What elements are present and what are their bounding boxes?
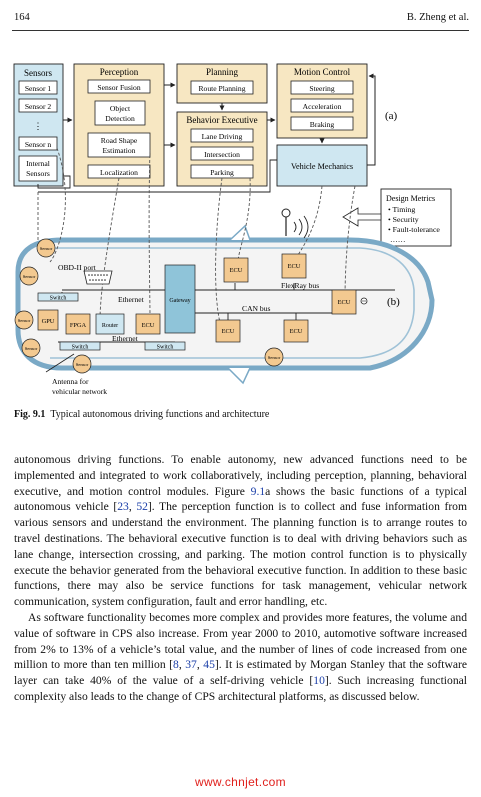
header-rule bbox=[12, 30, 469, 31]
sensor-2: Sensor 2 bbox=[25, 102, 52, 111]
road-shape-1: Road Shape bbox=[101, 136, 138, 145]
motion-title: Motion Control bbox=[294, 67, 351, 77]
svg-text:Sensor: Sensor bbox=[268, 355, 281, 360]
citation-link[interactable]: 23 bbox=[117, 500, 129, 514]
watermark: www.chnjet.com bbox=[195, 775, 286, 789]
object-detection-2: Detection bbox=[105, 114, 135, 123]
sensor-n: Sensor n bbox=[25, 140, 52, 149]
figure-9-1: Sensors Sensor 1 Sensor 2 ⋮ Sensor n Int… bbox=[13, 63, 452, 396]
flexray-bus: FlexRay bus bbox=[281, 281, 319, 290]
ethernet-lower: Ethernet bbox=[112, 334, 139, 343]
svg-text:Router: Router bbox=[102, 323, 118, 329]
sensors-title: Sensors bbox=[24, 68, 52, 78]
lane-driving: Lane Driving bbox=[202, 132, 243, 141]
svg-text:Switch: Switch bbox=[50, 296, 67, 302]
internal-sensors-1: Internal bbox=[26, 159, 50, 168]
intersection: Intersection bbox=[204, 150, 240, 159]
obd-ii-port bbox=[83, 270, 113, 285]
sensor-ellipsis: ⋮ bbox=[34, 121, 43, 131]
svg-text:Sensor: Sensor bbox=[40, 246, 53, 251]
vehicle-mechanics: Vehicle Mechanics bbox=[291, 162, 353, 171]
road-shape-2: Estimation bbox=[103, 146, 136, 155]
running-head-author: B. Zheng et al. bbox=[406, 12, 469, 23]
design-metrics-title: Design Metrics bbox=[386, 194, 435, 203]
citation-link[interactable]: 52 bbox=[136, 500, 148, 514]
citation-link[interactable]: 10 bbox=[313, 674, 325, 688]
body-text: autonomous driving functions. To enable … bbox=[14, 452, 467, 705]
vehicle-mechanics-block bbox=[276, 144, 368, 187]
ecu-top-2 bbox=[281, 253, 307, 279]
svg-text:ECU: ECU bbox=[338, 299, 351, 306]
parking: Parking bbox=[210, 168, 234, 177]
router-unit bbox=[95, 313, 125, 335]
svg-text:Sensor: Sensor bbox=[76, 362, 89, 367]
svg-text:ECU: ECU bbox=[288, 263, 301, 270]
svg-text:ECU: ECU bbox=[142, 322, 155, 329]
svg-text:Switch: Switch bbox=[157, 345, 174, 351]
behavior-title: Behavior Executive bbox=[186, 115, 257, 125]
figure-ref-link[interactable]: 9.1 bbox=[250, 484, 266, 498]
svg-text:ECU: ECU bbox=[290, 328, 303, 335]
braking: Braking bbox=[310, 120, 335, 129]
ecu-top-1 bbox=[223, 257, 249, 283]
ecu-mid-2 bbox=[283, 319, 309, 343]
svg-text:ECU: ECU bbox=[222, 328, 235, 335]
metric-security: • Security bbox=[388, 215, 419, 224]
vehicle-sensor-4 bbox=[21, 338, 41, 358]
steering: Steering bbox=[309, 84, 335, 93]
label-a: (a) bbox=[385, 110, 398, 122]
svg-text:Gateway: Gateway bbox=[169, 298, 190, 304]
planning-title: Planning bbox=[206, 67, 239, 77]
switch-1 bbox=[37, 292, 79, 302]
ecu-mid-1 bbox=[215, 319, 241, 343]
ecu-right bbox=[331, 289, 357, 315]
svg-text:Switch: Switch bbox=[72, 345, 89, 351]
citation-link[interactable]: 37 bbox=[185, 658, 197, 672]
gpu-unit bbox=[37, 309, 59, 331]
ecu-left bbox=[135, 313, 161, 335]
obd-label: OBD-II port bbox=[58, 263, 97, 272]
metric-more: …… bbox=[390, 235, 406, 244]
sensor-1: Sensor 1 bbox=[25, 84, 52, 93]
metric-timing: • Timing bbox=[388, 205, 415, 214]
caption-label: Fig. 9.1 bbox=[14, 409, 46, 420]
citation-link[interactable]: 8 bbox=[173, 658, 179, 672]
acceleration: Acceleration bbox=[303, 102, 342, 111]
object-detection-1: Object bbox=[110, 104, 131, 113]
sensor-fusion: Sensor Fusion bbox=[97, 83, 140, 92]
citation-link[interactable]: 45 bbox=[203, 658, 215, 672]
vehicle-sensor-2 bbox=[19, 266, 39, 286]
localization: Localization bbox=[100, 168, 138, 177]
svg-text:FPGA: FPGA bbox=[70, 322, 87, 329]
page-number: 164 bbox=[14, 12, 30, 23]
antenna-label-1: Antenna for bbox=[52, 377, 89, 386]
can-bus: CAN bus bbox=[242, 304, 271, 313]
paragraph-2: As software functionality becomes more c… bbox=[14, 610, 468, 703]
figure-caption: Fig. 9.1 Typical autonomous driving func… bbox=[14, 409, 269, 420]
svg-text:GPU: GPU bbox=[42, 318, 55, 325]
vehicle-sensor-3 bbox=[14, 310, 34, 330]
gateway-unit bbox=[164, 264, 196, 334]
vehicle-sensor-6 bbox=[264, 347, 284, 367]
vehicle-sensor-5 bbox=[72, 354, 92, 374]
ethernet-upper: Ethernet bbox=[118, 295, 145, 304]
fpga-unit bbox=[65, 313, 91, 335]
svg-text:Sensor: Sensor bbox=[18, 318, 31, 323]
switch-3 bbox=[144, 341, 186, 351]
antenna-icon bbox=[281, 208, 309, 239]
svg-text:ECU: ECU bbox=[230, 267, 243, 274]
paragraph-1: autonomous driving functions. To enable … bbox=[14, 453, 468, 609]
perception-title: Perception bbox=[100, 67, 139, 77]
vehicle-sensor-1 bbox=[36, 238, 56, 258]
svg-text:Sensor: Sensor bbox=[23, 274, 36, 279]
label-b: (b) bbox=[387, 296, 400, 308]
route-planning: Route Planning bbox=[198, 84, 245, 93]
metric-fault-tolerance: • Fault-tolerance bbox=[388, 225, 440, 234]
internal-sensors-2: Sensors bbox=[26, 169, 50, 178]
antenna-label-2: vehicular network bbox=[52, 387, 107, 396]
svg-text:Sensor: Sensor bbox=[25, 346, 38, 351]
switch-2 bbox=[59, 341, 101, 351]
caption-text: Typical autonomous driving functions and… bbox=[50, 409, 270, 420]
